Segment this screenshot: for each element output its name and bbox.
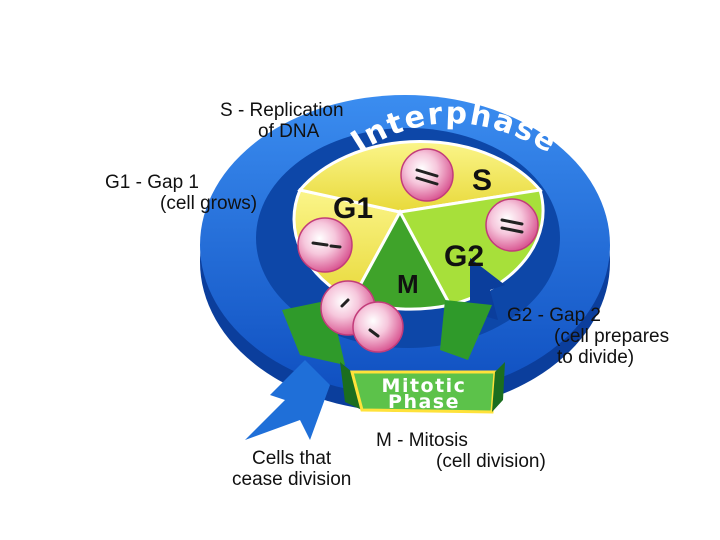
s-callout-line2: of DNA [258, 121, 320, 142]
phase-s-label: S [472, 164, 492, 197]
s-callout: S - Replication of DNA [220, 100, 344, 142]
g1-callout-line1: G1 - Gap 1 [105, 172, 199, 193]
cell-m-dividing [320, 280, 404, 353]
g1-callout-line2: (cell grows) [160, 193, 258, 214]
cease-callout: Cells that cease division [232, 448, 351, 490]
g2-callout-line2: (cell prepares [554, 326, 670, 347]
m-callout: M - Mitosis (cell division) [376, 430, 546, 472]
phase-m-label: M [397, 269, 419, 299]
g2-callout-line1: G2 - Gap 2 [507, 305, 601, 326]
g2-callout: G2 - Gap 2 (cell prepares to divide) [507, 305, 669, 368]
mitotic-label-line1: Mitotic [382, 375, 467, 397]
m-callout-line2: (cell division) [436, 451, 546, 472]
m-callout-line1: M - Mitosis [376, 430, 468, 451]
mitotic-band: Mitotic Phase [282, 300, 505, 414]
phase-g1-label: G1 [333, 192, 373, 225]
s-callout-line1: S - Replication [220, 100, 344, 121]
cell-g1 [297, 217, 353, 273]
cease-arrow [245, 360, 330, 440]
phase-g2-label: G2 [444, 240, 484, 273]
cease-callout-line2: cease division [232, 469, 352, 490]
cease-callout-line1: Cells that [252, 448, 332, 469]
cell-s [400, 148, 454, 202]
g2-callout-line3: to divide) [557, 347, 635, 368]
g1-callout: G1 - Gap 1 (cell grows) [105, 172, 257, 214]
cell-g2 [485, 198, 539, 252]
mitotic-label-line2: Phase [388, 391, 460, 413]
